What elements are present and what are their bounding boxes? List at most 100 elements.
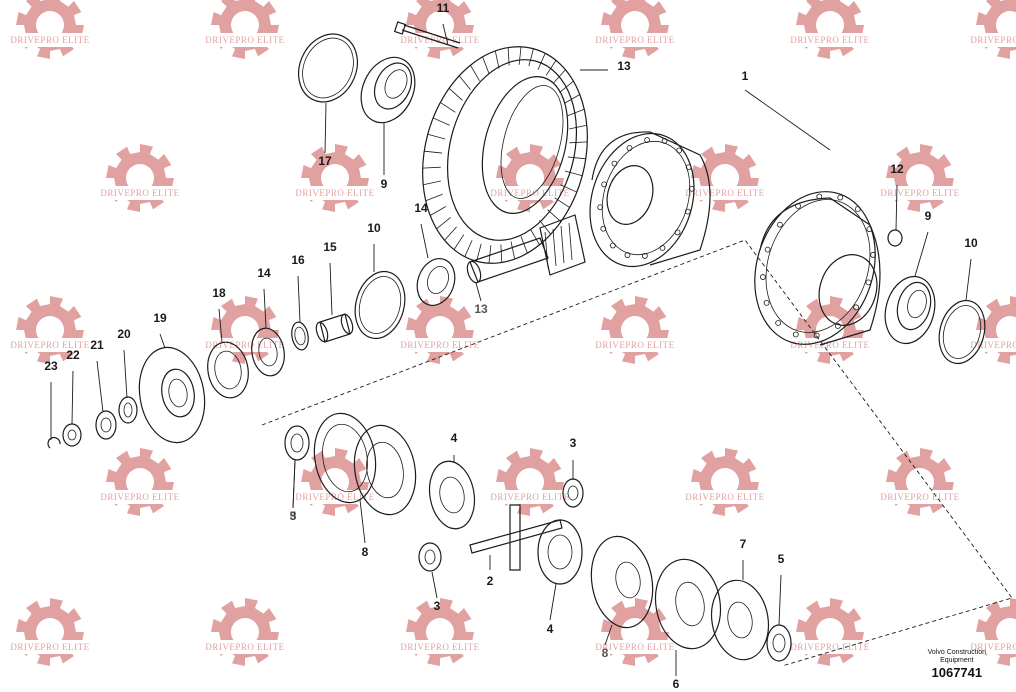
callout-label: 2 — [487, 574, 494, 588]
leader-line — [420, 223, 429, 259]
watermark-text: DRIVEPRO ELITE — [400, 35, 479, 45]
gear-tooth — [444, 226, 457, 241]
gear-tooth — [528, 48, 534, 67]
callout-label: 8 — [602, 646, 609, 660]
callout-label: 15 — [323, 240, 337, 254]
bolt-hole — [661, 138, 668, 144]
bolt-hole — [597, 204, 604, 211]
part-23-circlip — [47, 436, 61, 449]
bolt-hole — [685, 164, 692, 171]
callout-label: 8 — [362, 545, 369, 559]
gear-tooth — [539, 219, 552, 235]
callout-label: 13 — [617, 59, 631, 73]
parts-drawing — [47, 21, 986, 662]
leader-line — [123, 349, 128, 399]
watermark-text: DRIVEPRO ELITE — [400, 340, 479, 350]
callout-label: 4 — [451, 431, 458, 445]
callout-label: 9 — [925, 209, 932, 223]
watermark-text: DRIVEPRO ELITE — [880, 492, 959, 502]
callout-label: 16 — [291, 253, 305, 267]
watermark-text: DRIVEPRO ELITE — [970, 642, 1016, 652]
callout-label: 14 — [414, 201, 428, 215]
watermark-text: DRIVEPRO ELITE — [205, 340, 284, 350]
watermark-text: DRIVEPRO ELITE — [880, 188, 959, 198]
watermark-gear: DRIVEPRO ELITE — [962, 0, 1016, 59]
callout-label: 23 — [44, 359, 58, 373]
leader-line — [218, 308, 223, 343]
bolt-hole — [853, 304, 859, 311]
gear-tooth — [554, 197, 570, 208]
watermark-gear: DRIVEPRO ELITE — [392, 0, 488, 59]
part-21-lock-plate — [95, 410, 117, 440]
gear-tooth — [563, 94, 580, 104]
gear-tooth — [430, 206, 447, 216]
part-4-side-gear-upper — [428, 460, 476, 530]
gear-tooth — [427, 133, 446, 140]
part-8-clutch-disc-right — [590, 535, 654, 629]
part-14-bearing-shaft — [416, 258, 456, 306]
drawing-footer: Volvo Construction Equipment 1067741 — [928, 649, 986, 680]
bolt-hole — [775, 320, 782, 326]
watermark-gear: DRIVEPRO ELITE — [2, 296, 98, 364]
part-10-ring-left — [354, 270, 406, 340]
drawing-number: 1067741 — [931, 665, 983, 680]
gear-tooth — [453, 234, 465, 250]
part-13-pinion-shaft — [466, 214, 586, 284]
gear-tooth — [520, 236, 528, 254]
callout-label: 4 — [547, 622, 554, 636]
leader-line — [292, 459, 296, 509]
watermark-layer: DRIVEPRO ELITE DRIVEPRO ELITE DRIVEPRO ELI… — [2, 0, 1016, 666]
watermark-gear: DRIVEPRO ELITE — [782, 296, 878, 364]
part-17-oring — [298, 33, 358, 103]
watermark-text: DRIVEPRO ELITE — [10, 340, 89, 350]
watermark-text: DRIVEPRO ELITE — [490, 188, 569, 198]
watermark-gear: DRIVEPRO ELITE — [782, 0, 878, 59]
gear-tooth — [510, 241, 516, 260]
callout-label: 10 — [964, 236, 978, 250]
bolt-hole — [659, 245, 666, 251]
part-10-ring-right — [938, 299, 986, 365]
bolt-hole — [816, 193, 823, 200]
callout-label: 7 — [740, 537, 747, 551]
watermark-text: DRIVEPRO ELITE — [790, 35, 869, 45]
watermark-gear: DRIVEPRO ELITE — [92, 144, 188, 212]
callout-label: 5 — [778, 552, 785, 566]
bolt-hole — [601, 181, 608, 188]
part-11-bolt — [393, 21, 461, 49]
bolt-hole — [626, 145, 633, 151]
gear-tooth — [569, 141, 588, 144]
bolt-hole — [763, 299, 770, 306]
watermark-gear: DRIVEPRO ELITE — [587, 0, 683, 59]
leader-line — [324, 102, 327, 154]
part-9-bearing-right — [884, 275, 936, 345]
leader-lines — [50, 23, 972, 676]
watermark-text: DRIVEPRO ELITE — [595, 35, 674, 45]
part-4-side-gear-lower — [537, 519, 583, 585]
leader-line — [297, 275, 301, 323]
leader-line — [159, 333, 166, 349]
leader-line — [744, 89, 831, 151]
callout-label: 22 — [66, 348, 80, 362]
brand-line-2: Equipment — [940, 657, 974, 664]
gear-tooth — [422, 166, 441, 169]
bolt-hole — [870, 252, 876, 258]
callout-label: 3 — [434, 599, 441, 613]
gear-tooth — [567, 108, 585, 117]
part-20-washer — [118, 396, 138, 424]
watermark-gear: DRIVEPRO ELITE — [197, 0, 293, 59]
bolt-hole — [641, 253, 648, 259]
watermark-gear: DRIVEPRO ELITE — [392, 296, 488, 364]
bolt-hole — [837, 194, 844, 201]
leader-line — [895, 184, 898, 231]
leader-line — [263, 288, 267, 329]
gear-tooth — [436, 217, 451, 230]
watermark-gear: DRIVEPRO ELITE — [482, 144, 578, 212]
part-7-steel-disc — [710, 579, 770, 661]
gear-tooth — [482, 56, 490, 74]
gear-tooth — [569, 124, 587, 130]
callout-label: 17 — [318, 154, 332, 168]
callout-label: 13 — [474, 302, 488, 316]
leader-line — [329, 262, 333, 316]
bolt-hole — [644, 137, 651, 143]
